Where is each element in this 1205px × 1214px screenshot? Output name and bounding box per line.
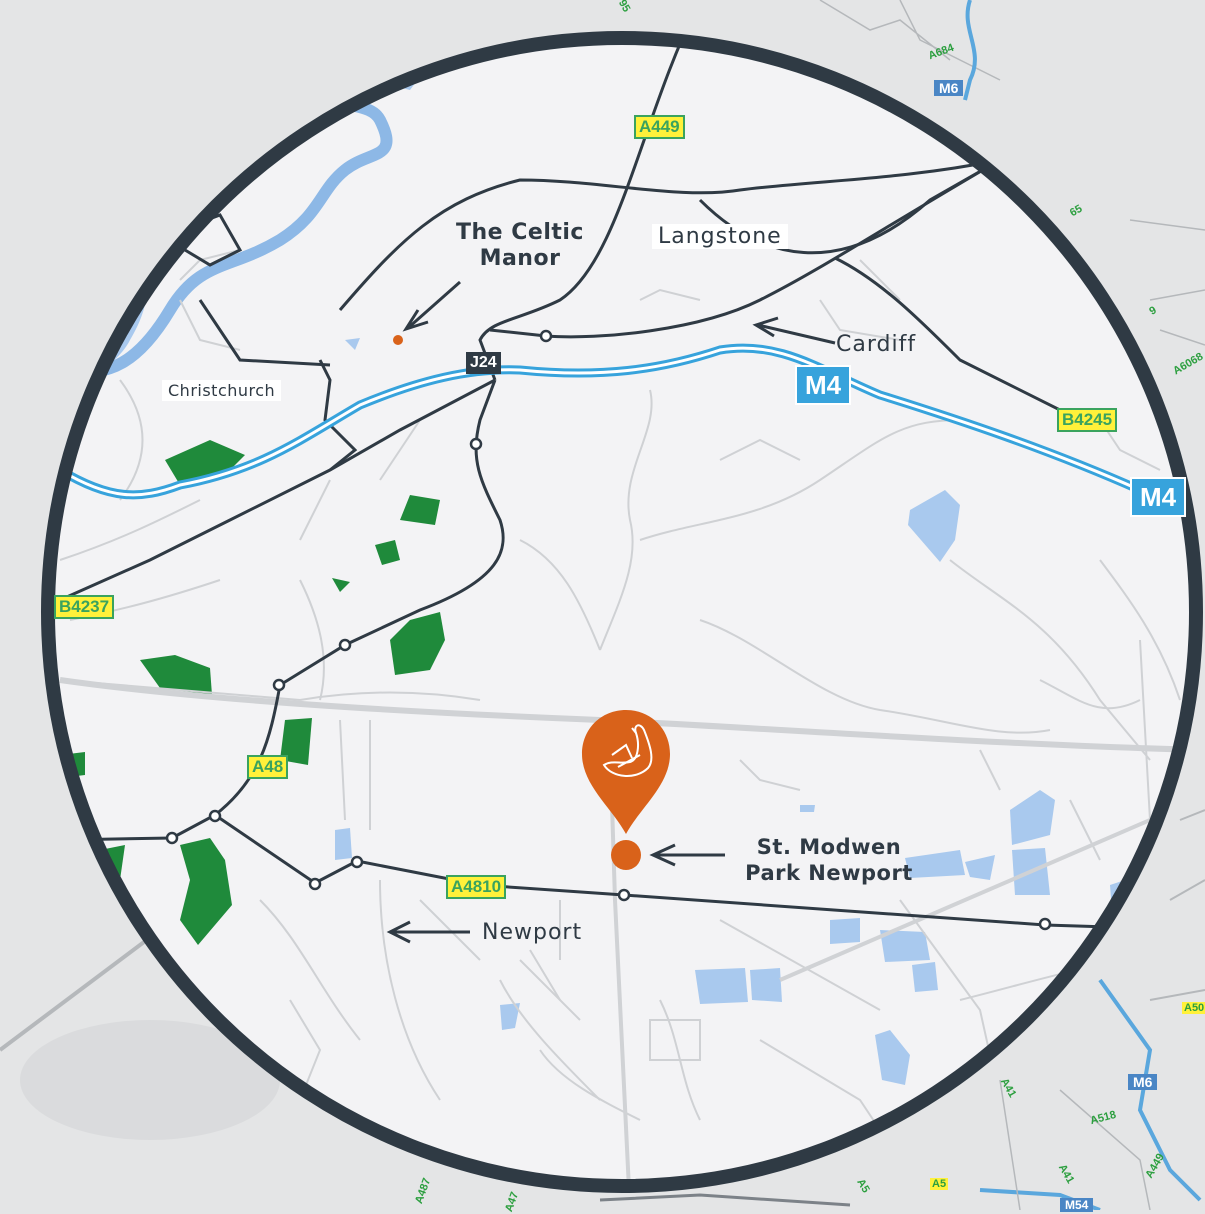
outer-road-m6-top: M6 (934, 80, 964, 96)
road-shield-a449: A449 (634, 115, 685, 139)
outer-road-a50: A50 (1182, 1002, 1205, 1014)
junction-nodes (165, 329, 1052, 931)
outer-road-m54: M54 (1060, 1198, 1094, 1212)
label-christchurch: Christchurch (162, 380, 282, 401)
junction-label-j24: J24 (466, 352, 501, 374)
road-shield-m4: M4 (795, 365, 852, 405)
road-shield-a48: A48 (247, 755, 289, 779)
swan-icon (602, 724, 653, 777)
pointer-arrows (386, 280, 836, 944)
road-shield-a4810: A4810 (446, 875, 507, 899)
focus-ring (41, 31, 1203, 1193)
celtic-manor-dot[interactable] (393, 335, 403, 345)
m4-motorway (57, 343, 1196, 515)
road-shield-m4-east: M4 (1130, 477, 1187, 517)
label-celtic-manor: The Celtic Manor (456, 220, 584, 271)
outer-road-a5-a: A5 (930, 1178, 949, 1190)
label-langstone: Langstone (652, 224, 788, 249)
road-shield-b4237: B4237 (54, 595, 115, 619)
label-newport: Newport (482, 920, 583, 945)
road-shield-b4245: B4245 (1057, 408, 1118, 432)
location-pin[interactable] (582, 710, 670, 870)
label-st-modwen-park: St. Modwen Park Newport (745, 835, 913, 885)
outer-road-m6-bottom: M6 (1128, 1074, 1158, 1090)
label-cardiff: Cardiff (836, 332, 917, 357)
